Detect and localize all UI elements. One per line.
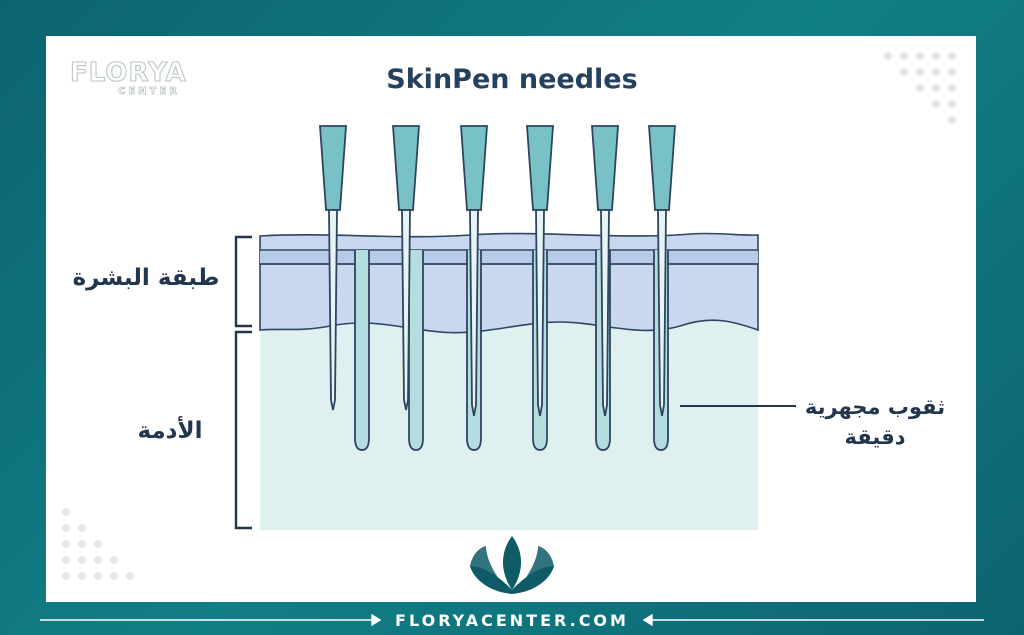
logo-main-text: FLORYA — [70, 58, 187, 89]
epidermis-band — [260, 251, 758, 263]
needle — [526, 125, 554, 417]
needle — [460, 125, 488, 417]
dot-pattern-bottom-left — [62, 508, 134, 580]
diagram-title: SkinPen needles — [386, 64, 638, 95]
dot-pattern-top-right — [884, 52, 956, 124]
needle — [648, 125, 676, 417]
needle — [591, 125, 619, 417]
needle — [319, 125, 347, 411]
dermis-label: الأدمة — [137, 418, 203, 444]
epidermis-label: طبقة البشرة — [72, 265, 220, 291]
micro-channel — [354, 250, 370, 451]
logo-sub-text: CENTER — [118, 86, 180, 98]
dermis-layer — [260, 318, 758, 530]
needles — [319, 125, 676, 417]
micro-channel — [408, 250, 424, 451]
epidermis-bracket — [234, 235, 252, 328]
micro-holes-label: ثقوب مجهرية دقيقة — [790, 392, 960, 452]
footer-url: FLORYACENTER.COM — [395, 611, 629, 630]
needle — [392, 125, 420, 411]
footer-decoration — [40, 613, 984, 627]
micro-holes-label-line-2: دقيقة — [844, 425, 906, 449]
lotus-logo-icon — [470, 536, 554, 594]
footer: FLORYACENTER.COM — [0, 605, 1024, 635]
florya-logo: FLORYA CENTER — [70, 58, 200, 102]
micro-holes-label-line-1: ثقوب مجهرية — [804, 395, 946, 419]
dermis-bracket — [234, 330, 252, 530]
